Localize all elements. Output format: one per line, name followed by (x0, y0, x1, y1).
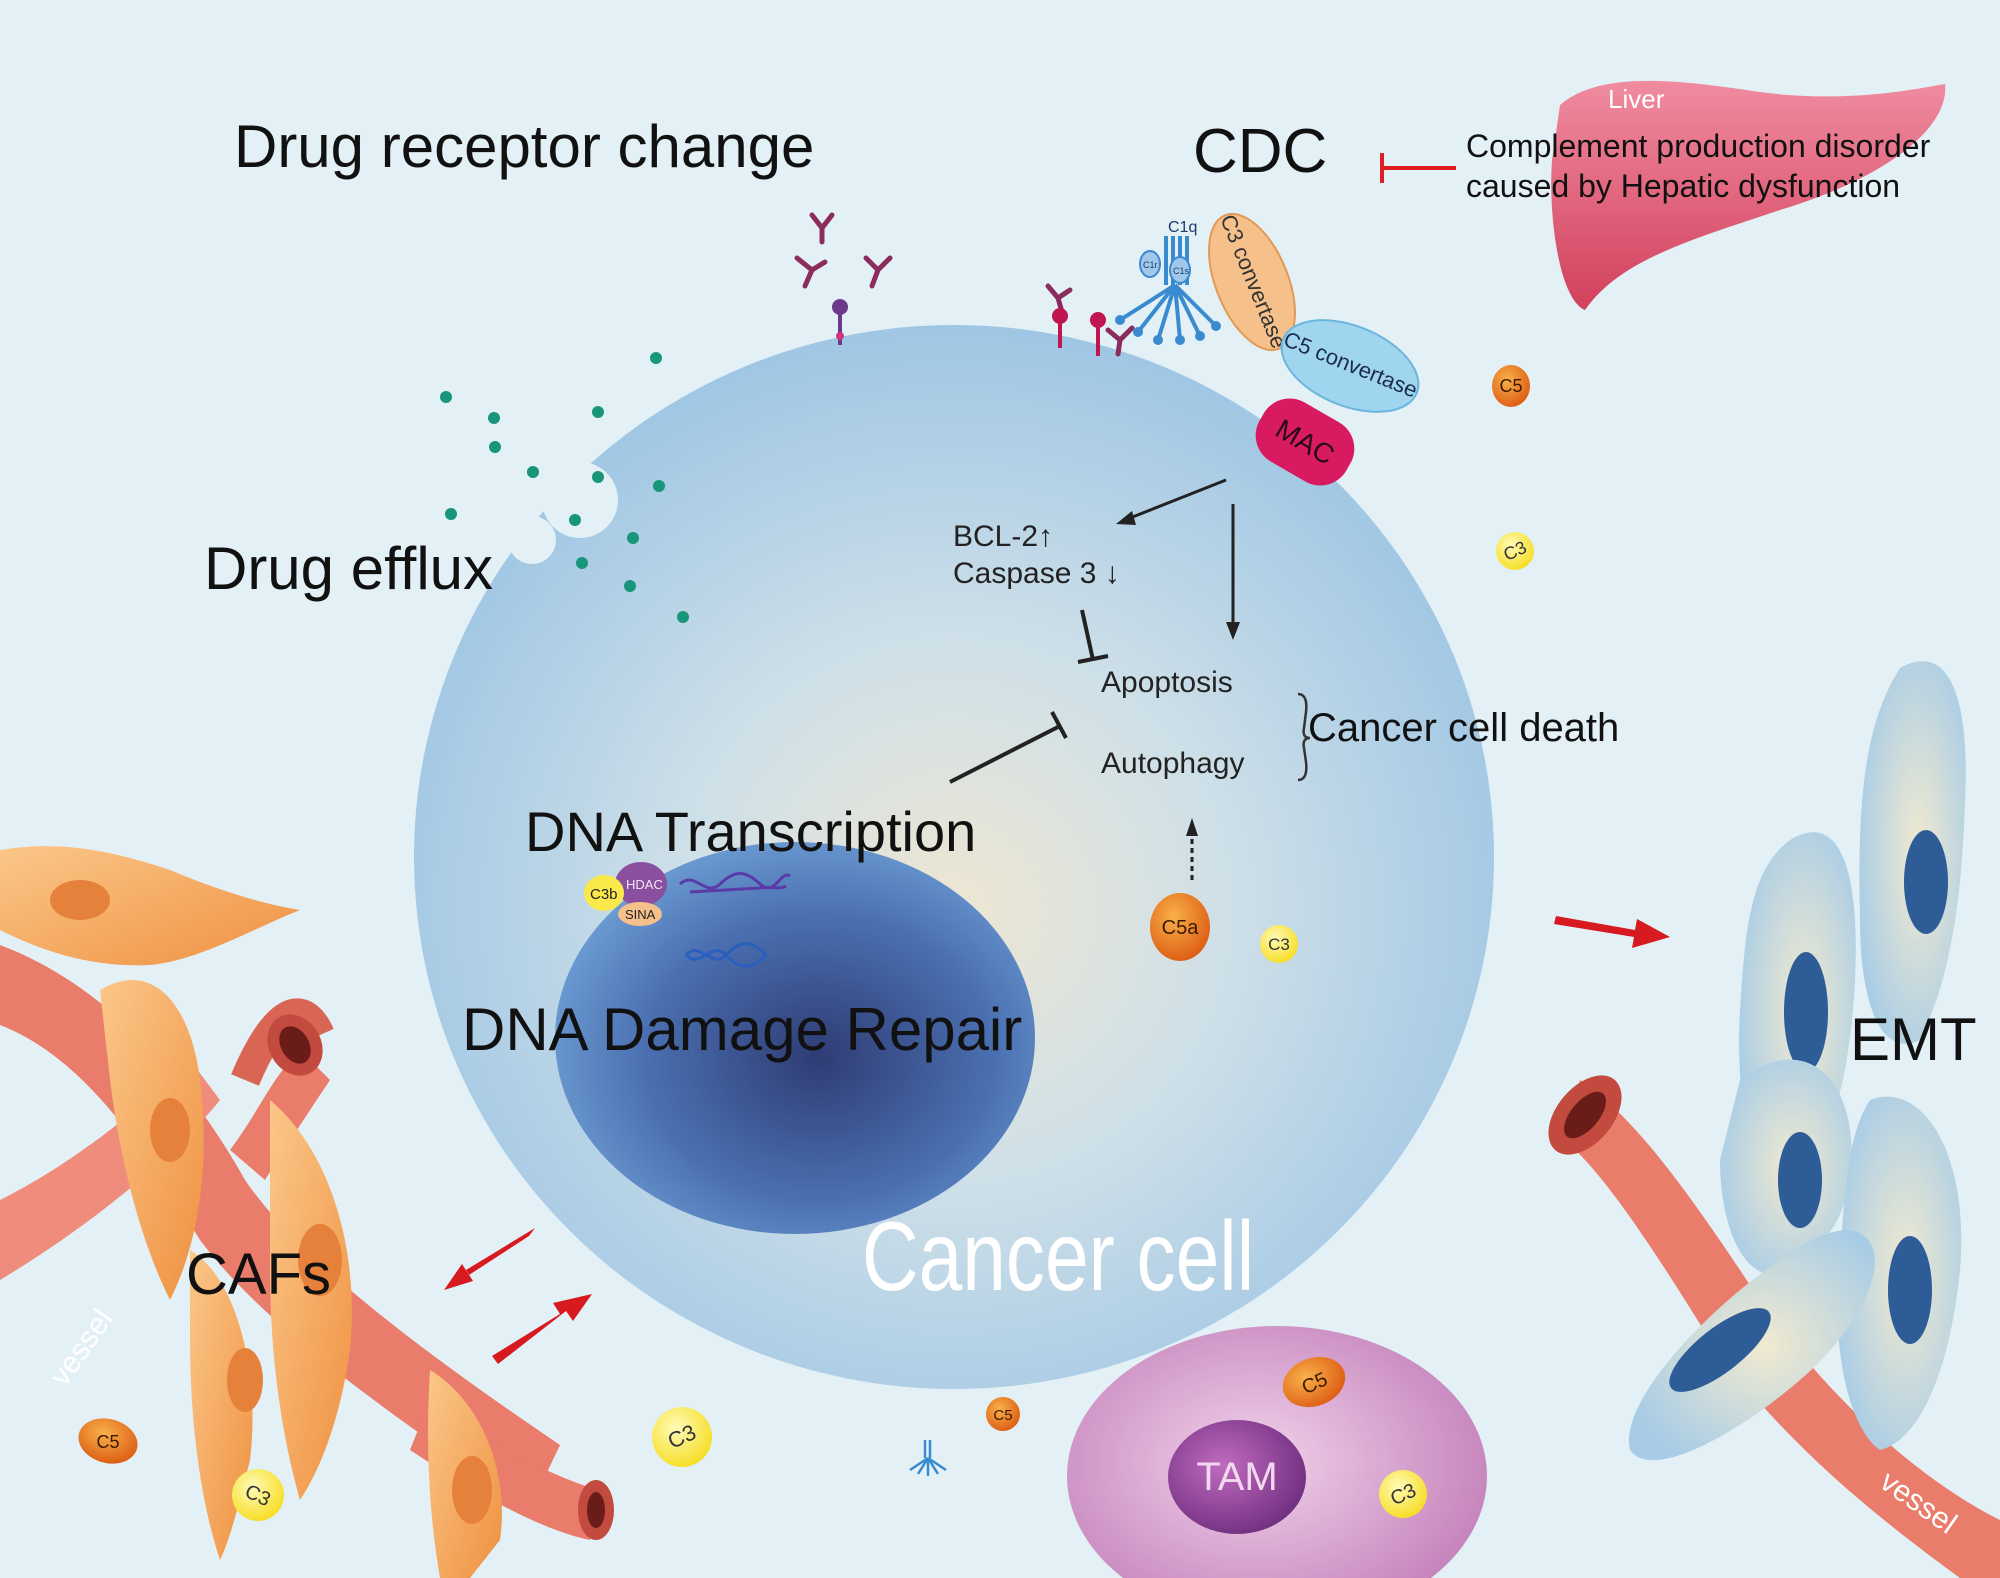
receptor-icons (832, 299, 1106, 356)
tam-label: TAM (1196, 1455, 1277, 1499)
c5-molecule-top-right: C5 (1492, 365, 1530, 407)
c1q-small-icon (909, 1440, 947, 1476)
tam-cell (1067, 1326, 1487, 1578)
complement-disorder-line1: Complement production disorder (1466, 128, 1931, 164)
svg-text:C5: C5 (1499, 376, 1522, 396)
svg-text:C3: C3 (1268, 935, 1290, 954)
c1q-complex-icon: C1r C1s C1q (1115, 219, 1221, 345)
c5a-autophagy-arrow (1186, 818, 1198, 880)
dna-damage-repair-label: DNA Damage Repair (462, 996, 1022, 1063)
dna-transcription-label: DNA Transcription (525, 800, 976, 863)
transcription-complex: C3b HDAC SINA (584, 862, 667, 926)
c1r-label: C1r (1143, 260, 1158, 270)
nucleus (555, 842, 1035, 1234)
c3-molecule-tam: C3 (1379, 1470, 1427, 1518)
caspase3-label: Caspase 3 ↓ (953, 557, 1120, 590)
dna-strand-icon (678, 872, 791, 894)
bcl2-label: BCL-2↑ (953, 520, 1053, 553)
hdac-label: HDAC (626, 877, 663, 892)
emt-cells (1628, 661, 1966, 1461)
c3-molecule-bottom-center: C3 (652, 1407, 712, 1467)
c1s-label: C1s (1173, 266, 1190, 276)
svg-text:C5: C5 (96, 1432, 119, 1452)
cdc-label: CDC (1193, 117, 1327, 186)
cdc-inhibition-arrow (1380, 153, 1456, 183)
cell-death-brace (1297, 692, 1311, 782)
c3-molecule-bottom-left: C3 (232, 1469, 284, 1521)
c1q-label: C1q (1168, 219, 1197, 236)
red-arrows (444, 916, 1670, 1364)
c5a-molecule: C5a (1150, 893, 1210, 961)
cancer-cell-label: Cancer cell (862, 1202, 1254, 1311)
c3b-label: C3b (590, 886, 618, 903)
drug-efflux-label: Drug efflux (204, 535, 493, 602)
sina-label: SINA (625, 907, 656, 922)
cafs-label: CAFs (186, 1242, 331, 1307)
cafs (0, 846, 502, 1578)
c5-molecule-tam: C5 (1282, 1356, 1346, 1408)
mac-complex: MAC (1255, 398, 1355, 486)
dna-helix-icon (684, 942, 768, 968)
svg-text:C5: C5 (993, 1407, 1012, 1424)
emt-label: EMT (1850, 1006, 1977, 1073)
antibody-icons (794, 212, 1135, 357)
drug-receptor-change-label: Drug receptor change (234, 113, 814, 180)
pathway-arrows (1116, 478, 1240, 640)
autophagy-label: Autophagy (1101, 747, 1244, 780)
liver-icon (1551, 80, 1946, 310)
c3-molecule-in-cell: C3 (1260, 925, 1298, 963)
drug-efflux-dots (440, 352, 689, 623)
complement-disorder-line2: caused by Hepatic dysfunction (1466, 168, 1900, 204)
c5-molecule-bottom-center: C5 (986, 1397, 1020, 1431)
liver-label: Liver (1608, 84, 1665, 114)
caspase-inhibition-arrow (1077, 609, 1109, 664)
c3-molecule-top-right: C3 (1496, 532, 1534, 570)
apoptosis-label: Apoptosis (1101, 666, 1233, 699)
transcription-inhibition-arrow (949, 711, 1068, 784)
right-vessel (1548, 1075, 2000, 1578)
cancer-cell-death-label: Cancer cell death (1308, 706, 1619, 750)
c5-molecule-bottom-left: C5 (78, 1418, 138, 1464)
svg-text:C5a: C5a (1162, 917, 1200, 939)
